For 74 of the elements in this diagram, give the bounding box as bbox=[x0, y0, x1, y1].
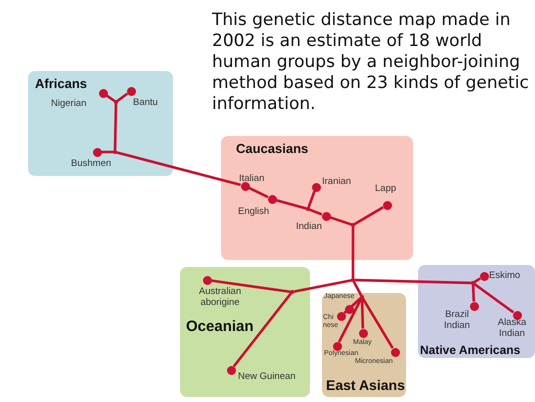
tree-branch bbox=[114, 104, 118, 150]
group-region bbox=[180, 267, 310, 397]
population-dot bbox=[344, 304, 354, 314]
tree-branch bbox=[474, 277, 481, 284]
branch-point bbox=[471, 281, 475, 285]
group-heading: Native Americans bbox=[420, 343, 520, 357]
tree-branch bbox=[354, 206, 384, 226]
population-dot bbox=[312, 182, 320, 192]
tree-branch bbox=[106, 94, 116, 102]
tree-branch bbox=[338, 298, 362, 343]
population-dot bbox=[92, 148, 102, 156]
group-region bbox=[221, 136, 413, 260]
population-label: Nigerian bbox=[51, 98, 86, 109]
tree-branch bbox=[474, 283, 514, 314]
population-dot bbox=[358, 328, 368, 338]
population-label: Eskimo bbox=[489, 270, 520, 281]
tree-branch bbox=[232, 292, 292, 368]
tree-branch bbox=[472, 284, 476, 302]
branch-point bbox=[360, 295, 364, 299]
population-dot bbox=[480, 272, 488, 280]
population-label: Australian aborigine bbox=[198, 286, 242, 308]
tree-branch bbox=[276, 198, 307, 210]
tree-branch bbox=[330, 216, 352, 226]
population-dot bbox=[126, 86, 136, 96]
group-region bbox=[418, 265, 535, 358]
population-label: English bbox=[238, 206, 270, 217]
group-region bbox=[28, 71, 173, 176]
tree-branch bbox=[102, 150, 114, 154]
population-label: Italian bbox=[239, 173, 264, 184]
tree-branch bbox=[116, 151, 241, 186]
population-dot bbox=[202, 276, 212, 284]
population-label: Lapp bbox=[375, 183, 396, 194]
branch-point bbox=[114, 100, 118, 104]
branch-point bbox=[290, 290, 294, 294]
population-label: Brazil Indian bbox=[443, 309, 471, 331]
population-dot bbox=[240, 182, 250, 190]
population-label: Alaska Indian bbox=[496, 317, 528, 339]
title-text: This genetic distance map made in 2002 is an estimate of 18 world human groups by a neighbor-joining method based on 23 kinds of genetic information. bbox=[212, 10, 530, 115]
population-dot bbox=[512, 310, 522, 320]
tree-branch bbox=[248, 186, 268, 198]
branch-point bbox=[351, 223, 355, 227]
tree-branch bbox=[211, 279, 290, 294]
tree-branch bbox=[294, 279, 352, 293]
group-heading: Africans bbox=[35, 76, 88, 91]
tree-branch bbox=[343, 297, 362, 314]
tree-branch bbox=[360, 298, 364, 329]
branch-point bbox=[113, 150, 117, 154]
population-label: Bushmen bbox=[71, 158, 112, 169]
tree-branch bbox=[307, 190, 316, 208]
population-dot bbox=[322, 212, 330, 220]
population-dot bbox=[226, 366, 236, 374]
tree-branch bbox=[352, 280, 362, 296]
tree-branch bbox=[362, 298, 394, 349]
population-dot bbox=[390, 348, 400, 356]
tree-branch bbox=[309, 208, 322, 216]
tree-branch bbox=[116, 92, 128, 102]
group-heading: Oceanian bbox=[186, 318, 254, 335]
population-label: Indian bbox=[296, 221, 322, 232]
tree-branch bbox=[352, 226, 354, 278]
tree-branch bbox=[354, 278, 472, 284]
population-dot bbox=[268, 194, 276, 204]
population-label: Bantu bbox=[133, 97, 158, 108]
population-label: New Guinean bbox=[238, 371, 296, 382]
population-dot bbox=[470, 302, 478, 310]
branch-point bbox=[351, 278, 355, 282]
branch-point bbox=[306, 207, 310, 211]
population-label: Iranian bbox=[322, 176, 352, 187]
population-dot bbox=[336, 312, 346, 320]
group-region bbox=[322, 293, 406, 397]
group-heading: Caucasians bbox=[236, 141, 308, 156]
population-dot bbox=[98, 88, 108, 98]
group-heading: East Asians bbox=[326, 377, 405, 393]
population-dot bbox=[382, 200, 392, 210]
population-dot bbox=[332, 342, 342, 350]
